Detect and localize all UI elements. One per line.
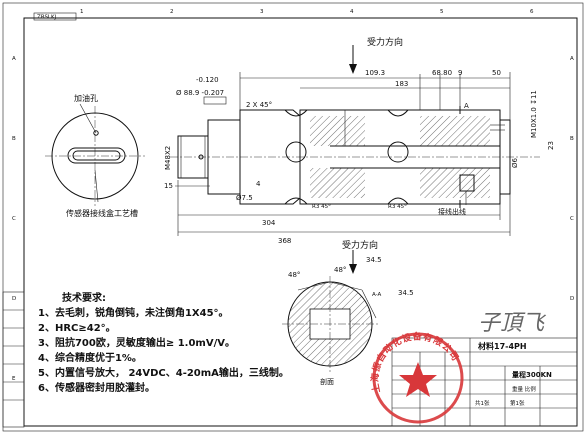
tolerance-lower: Ø 88.9 -0.207	[176, 89, 224, 97]
dim-7-5: Ø7.5	[236, 194, 253, 202]
grid-mark: 6	[530, 9, 534, 15]
dim-34-5-a: 34.5	[366, 256, 382, 264]
grid-mark: B	[570, 136, 574, 142]
signature: 子頂飞	[478, 311, 547, 336]
dim-48-a: 48°	[288, 271, 300, 279]
chamfer-label: 2 X 45°	[246, 101, 272, 109]
dim-48-b: 48°	[334, 266, 346, 274]
grid-side: A B C D E A B C D	[12, 56, 574, 382]
section-caption: 剖面	[320, 377, 334, 386]
section-label: A-A	[372, 292, 382, 298]
dim-4: 4	[256, 180, 261, 188]
requirements-title: 技术要求:	[62, 291, 106, 304]
dim-368: 368	[278, 237, 291, 245]
requirement-item: 1、去毛刺，锐角倒钝，未注倒角1X45°。	[38, 306, 229, 319]
shaft-view: A	[170, 45, 540, 208]
requirement-item: 4、综合精度优于1%。	[38, 351, 142, 364]
header-tab-box	[33, 12, 77, 21]
grid-mark: D	[570, 296, 574, 302]
dim-304: 304	[262, 219, 276, 227]
dim-50: 50	[492, 69, 501, 77]
grid-top: 1 2 3 4 5 6	[80, 9, 534, 15]
requirement-item: 5、内置信号放大， 24VDC、4-20mA输出，三线制。	[38, 366, 289, 379]
thread-label: M48X2	[164, 146, 172, 170]
grid-mark: 1	[80, 9, 84, 15]
requirement-item: 2、HRC≥42°。	[38, 323, 116, 334]
dim-68-80: 68.80	[432, 69, 452, 77]
thread-right: M10X1.0 ↧11	[530, 90, 538, 138]
dim-183: 183	[395, 80, 408, 88]
title-label-c: 重量 比例	[512, 385, 536, 393]
requirement-item: 3、阻抗700欧，灵敏度输出≥ 1.0mV/V。	[38, 336, 235, 349]
end-view	[45, 103, 145, 206]
star-icon	[399, 362, 437, 397]
force-direction-section: 受力方向	[342, 239, 378, 251]
grid-mark: 5	[440, 9, 444, 15]
grid-mark: 3	[260, 9, 264, 15]
grid-mark: D	[12, 296, 16, 302]
title-label-a: 共1张	[475, 399, 490, 407]
oil-hole-label: 加油孔	[74, 93, 98, 103]
grid-mark: C	[12, 216, 16, 222]
dim-r3-a: R3 45°	[312, 204, 331, 210]
dim-109-3: 109.3	[365, 69, 385, 77]
grid-mark: C	[570, 216, 574, 222]
revision-table	[2, 291, 25, 428]
sensor-groove-label: 传感器接线盒工艺槽	[66, 208, 138, 218]
dim-9: 9	[458, 69, 462, 77]
dim-r3-b: R3 45°	[388, 204, 407, 210]
title-label-b: 第1张	[510, 399, 525, 407]
grid-mark: A	[570, 56, 574, 62]
section-mark-a: A	[464, 102, 469, 110]
requirement-item: 6、传感器密封用胶灌封。	[38, 381, 155, 394]
dim-6: Ø6	[511, 157, 519, 168]
dim-34-5-b: 34.5	[398, 289, 414, 297]
grid-mark: 4	[350, 9, 354, 15]
dim-15: 15	[164, 182, 173, 190]
title-material: 材料17-4PH	[478, 341, 527, 351]
grid-mark: A	[12, 56, 16, 62]
top-dimensions	[239, 72, 511, 120]
grid-mark: 2	[170, 9, 174, 15]
section-view	[282, 250, 378, 372]
title-range: 量程300KN	[512, 370, 552, 379]
grid-mark: E	[12, 376, 16, 382]
grid-mark: B	[12, 136, 16, 142]
tolerance-box	[203, 96, 227, 105]
force-direction-top: 受力方向	[367, 36, 403, 48]
tolerance-upper: -0.120	[196, 76, 219, 84]
header-tab: ZBSLKJ	[37, 15, 57, 21]
dim-23: 23	[547, 141, 555, 150]
bottom-dimensions	[175, 180, 511, 236]
sheet-inner-border	[23, 17, 578, 427]
wire-exit-label: 接线出线	[438, 207, 466, 216]
